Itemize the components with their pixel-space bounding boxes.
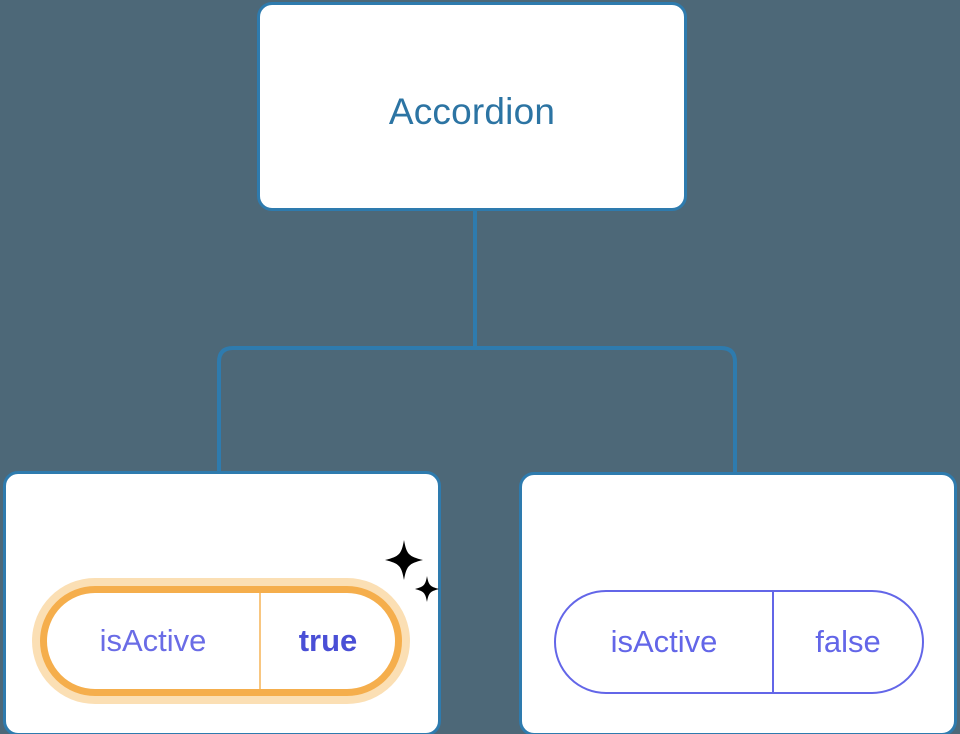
prop-value-label: false [772,592,922,692]
node-accordion-title: Accordion [388,91,556,132]
prop-pill-is-active-false[interactable]: isActive false [554,590,924,694]
prop-value-label: true [259,593,395,689]
prop-key-label: isActive [99,623,207,658]
node-accordion[interactable]: Accordion [257,2,687,211]
connector-branch-right [475,346,737,473]
prop-key-label: isActive [610,624,718,659]
connector-branch-left [217,346,475,473]
prop-pill-is-active-true[interactable]: isActive true [40,586,402,696]
